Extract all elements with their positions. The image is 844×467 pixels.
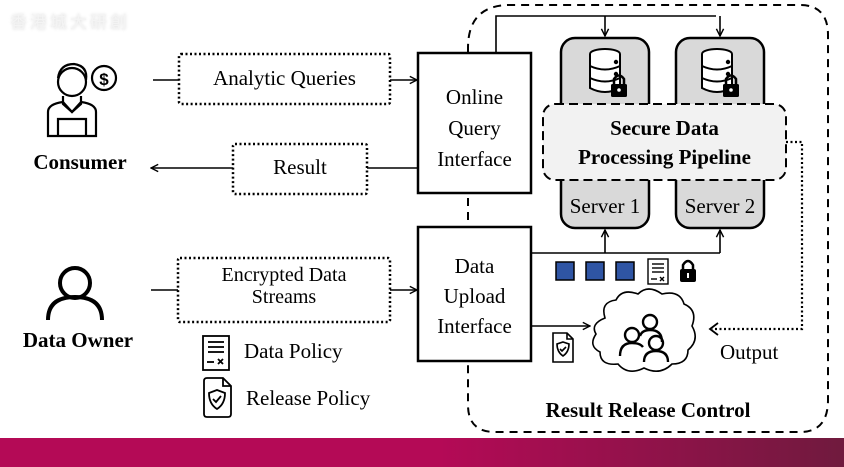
data-upload-interface-box (416, 225, 533, 363)
data-policy-label: Data Policy (244, 339, 343, 363)
release-policy-label: Release Policy (246, 386, 371, 410)
people-group-icon (618, 313, 670, 363)
server2-label: Server 2 (684, 194, 756, 218)
consumer-label: Consumer (33, 150, 127, 174)
online-query-line1: Online (445, 85, 504, 109)
server1-lock-icon (611, 74, 627, 97)
server1-label: Server 1 (569, 194, 641, 218)
analytic-queries-box (177, 52, 392, 106)
server1-database-icon (589, 48, 621, 93)
output-arrowhead (708, 322, 719, 336)
data-owner-label: Data Owner (22, 328, 134, 352)
data-block-2 (585, 261, 605, 281)
data-block-1 (555, 261, 575, 281)
pipeline-output-line (712, 140, 804, 331)
consumer-icon: $ (46, 62, 118, 138)
svg-text:$: $ (99, 70, 109, 89)
watermark: 香港城大研創 (10, 13, 130, 33)
secure-pipeline-label: Secure Data Processing Pipeline (543, 114, 786, 172)
stream-data-policy-icon (647, 258, 669, 285)
encrypted-streams-line1: Encrypted Data (221, 264, 347, 286)
stream-lock-icon (680, 259, 696, 282)
output-label: Output (720, 340, 779, 364)
pipeline-title-line1: Secure Data (610, 116, 719, 140)
encrypted-streams-label: Encrypted Data Streams (178, 264, 390, 309)
data-upload-line1: Data (454, 254, 495, 278)
analytic-queries-label: Analytic Queries (213, 66, 356, 90)
result-label: Result (273, 155, 327, 179)
online-query-line2: Query (448, 116, 501, 140)
server2-database-icon (701, 48, 733, 93)
secure-pipeline-box (542, 103, 787, 181)
pipeline-title-line2: Processing Pipeline (578, 145, 751, 169)
data-block-3 (615, 261, 635, 281)
release-policy-icon (203, 377, 232, 418)
encrypted-streams-line2: Streams (251, 286, 317, 309)
result-box (231, 142, 369, 196)
trust-boundary (467, 4, 829, 433)
data-upload-line2: Upload (443, 284, 506, 308)
result-release-control-label: Result Release Control (545, 398, 751, 422)
encrypted-streams-box (176, 256, 392, 324)
online-query-interface-box (416, 51, 533, 195)
online-query-line3: Interface (437, 147, 512, 171)
data-upload-line3: Interface (437, 314, 512, 338)
query-dispatch-line (495, 15, 716, 53)
server2-lock-icon (723, 74, 739, 97)
footer-banner (0, 438, 844, 467)
data-owner-icon (46, 266, 104, 321)
release-policy-doc-icon (552, 332, 574, 363)
online-query-interface-label: Online Query Interface (418, 82, 531, 175)
data-policy-icon (202, 335, 230, 371)
data-upload-interface-label: Data Upload Interface (418, 251, 531, 341)
